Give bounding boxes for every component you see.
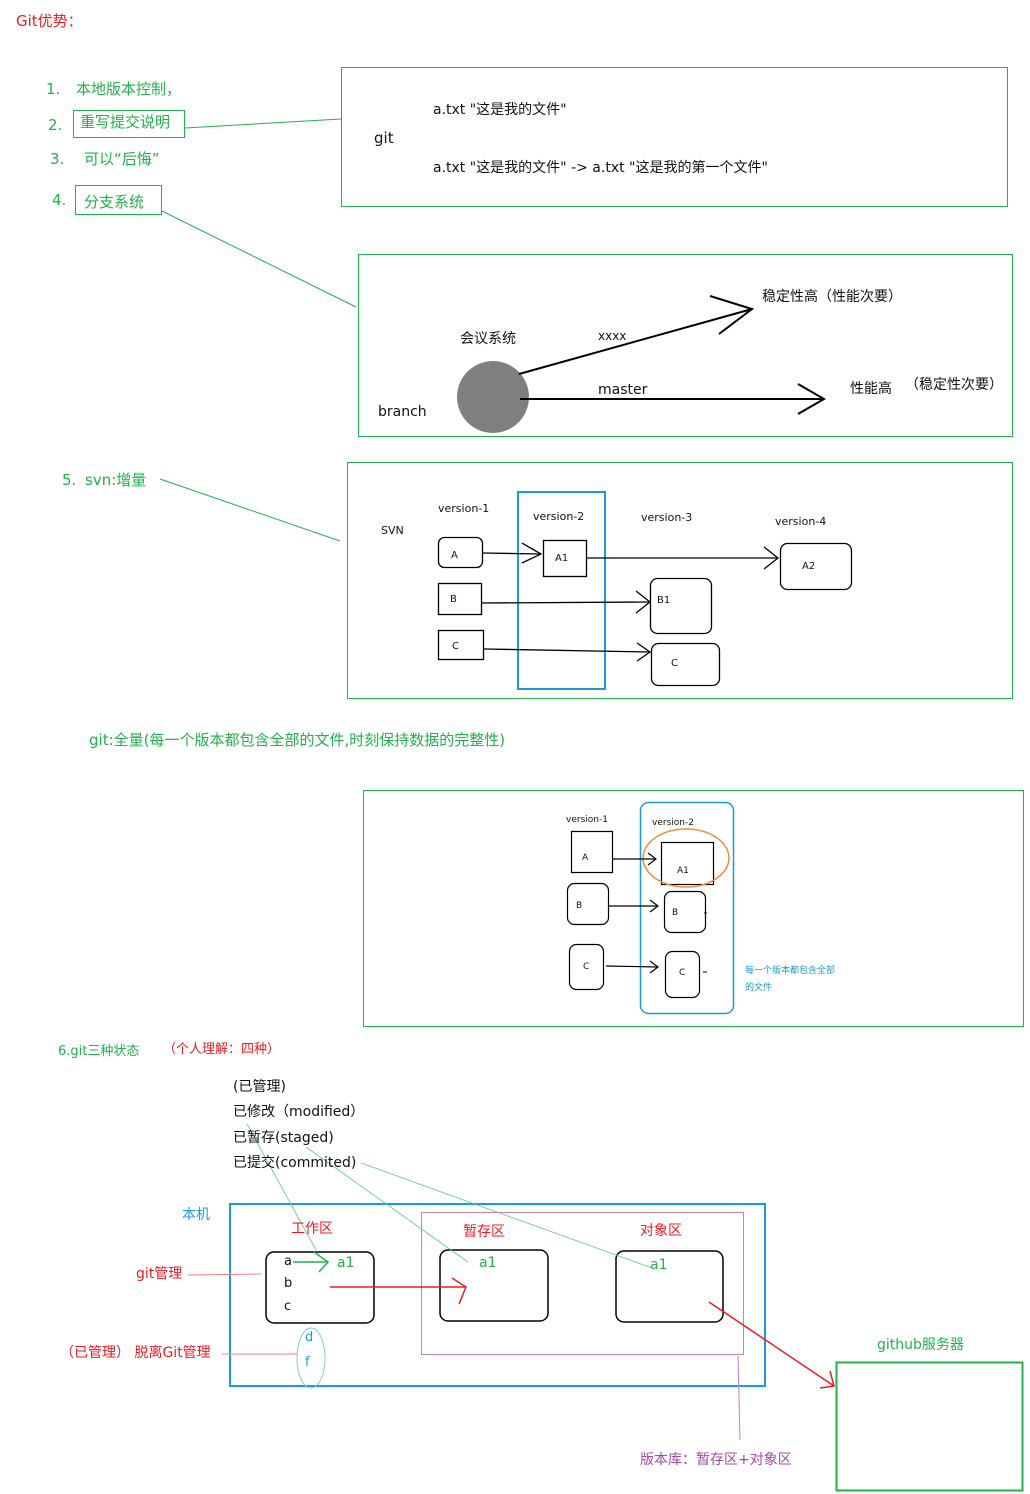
untracked-file-f: f [305,1355,310,1370]
git-version-2: version-2 [652,818,694,828]
workspace-box [265,1251,375,1324]
advantage-item-3: 可以“后悔” [84,150,160,168]
git-v2-file-c: C [679,968,686,978]
git-full-note-line1: 每一个版本都包含全部 [745,966,836,976]
svn-heading: svn:增量 [85,471,147,489]
rewrite-line-2: a.txt "这是我的文件" -> a.txt "这是我的第一个文件" [433,160,768,176]
state-staged: 已暂存(staged) [233,1130,334,1146]
git-version2-frame [639,801,735,1015]
branch-upper-target: 稳定性高（性能次要） [762,289,902,305]
git-v1-file-b: B [576,901,583,911]
rewrite-git-label: git [374,129,394,147]
svn-file-a2: A2 [802,561,816,572]
rewrite-box-frame [341,67,1008,207]
workspace-label: 工作区 [291,1221,333,1237]
branch-node [457,361,529,433]
branch-xxxx-label: xxxx [598,329,627,343]
git-version-1: version-1 [566,815,608,825]
svn-file-a: A [451,550,458,561]
staging-a1: a1 [479,1255,497,1271]
connector-item2 [184,118,342,129]
branch-lower-target-b: （稳定性次要） [905,377,1003,393]
workspace-file-c: c [284,1299,292,1314]
svn-label: SVN [381,524,404,537]
git-v2-file-a1: A1 [677,866,689,876]
svn-heading-num: 5. [62,471,77,489]
git-full-heading: git:全量(每一个版本都包含全部的文件,时刻保持数据的完整性) [89,731,506,749]
svn-box-frame [347,462,1013,699]
git-managed-label: git管理 [136,1266,183,1282]
svn-version-3: version-3 [641,511,693,524]
advantage-num-4: 4. [52,191,67,209]
branch-label: branch [378,404,427,420]
page-title: Git优势： [16,12,83,30]
states-note: （个人理解：四种） [163,1042,281,1057]
advantage-num-3: 3. [50,150,65,168]
svn-version-1: version-1 [438,502,490,515]
branch-lower-target-a: 性能高 [850,381,892,397]
svn-version-4: version-4 [775,515,827,528]
svn-file-c-v3: C [671,658,678,669]
object-box [615,1250,724,1323]
staging-label: 暂存区 [463,1224,505,1240]
rewrite-line-1: a.txt "这是我的文件" [433,102,567,118]
states-heading: 6.git三种状态 [58,1044,140,1059]
advantage-num-2: 2. [48,116,63,134]
detached-label: （已管理） 脱离Git管理 [60,1345,211,1361]
state-managed: (已管理) [233,1079,286,1095]
workspace-file-a: a [284,1254,292,1269]
svn-file-b1: B1 [657,595,671,606]
connector-item4 [161,210,357,308]
local-machine-label: 本机 [182,1207,210,1223]
state-committed: 已提交(commited) [233,1155,357,1171]
github-label: github服务器 [877,1337,964,1353]
advantage-item-2: 重写提交说明 [80,113,171,131]
github-box [835,1361,1024,1492]
svn-file-c: C [452,641,459,652]
git-full-note-line2: 的文件 [745,983,773,993]
untracked-file-d: d [305,1330,314,1345]
object-a1: a1 [650,1257,668,1273]
arrow-head-upper [709,295,755,335]
svn-file-b: B [450,594,457,605]
branch-box-frame [358,254,1013,437]
workspace-a1: a1 [337,1255,355,1271]
a1-highlight-ellipse [642,828,730,888]
repo-label: 版本库：暂存区+对象区 [640,1452,792,1468]
arrow-head-lower [797,383,827,415]
branch-node-label: 会议系统 [460,331,516,347]
advantage-num-1: 1. [46,80,61,98]
svn-version-2: version-2 [533,510,585,523]
git-v2-file-b: B [672,908,679,918]
git-v1-file-c: C [583,962,590,972]
git-v1-file-a: A [582,853,589,863]
connector-svn [159,478,341,542]
object-label: 对象区 [640,1223,682,1239]
advantage-item-4: 分支系统 [84,193,145,211]
workspace-file-b: b [284,1276,293,1291]
state-modified: 已修改（modified） [233,1104,365,1120]
svn-file-a1: A1 [555,553,569,564]
branch-master-label: master [598,382,648,398]
advantage-item-1: 本地版本控制， [76,80,182,98]
